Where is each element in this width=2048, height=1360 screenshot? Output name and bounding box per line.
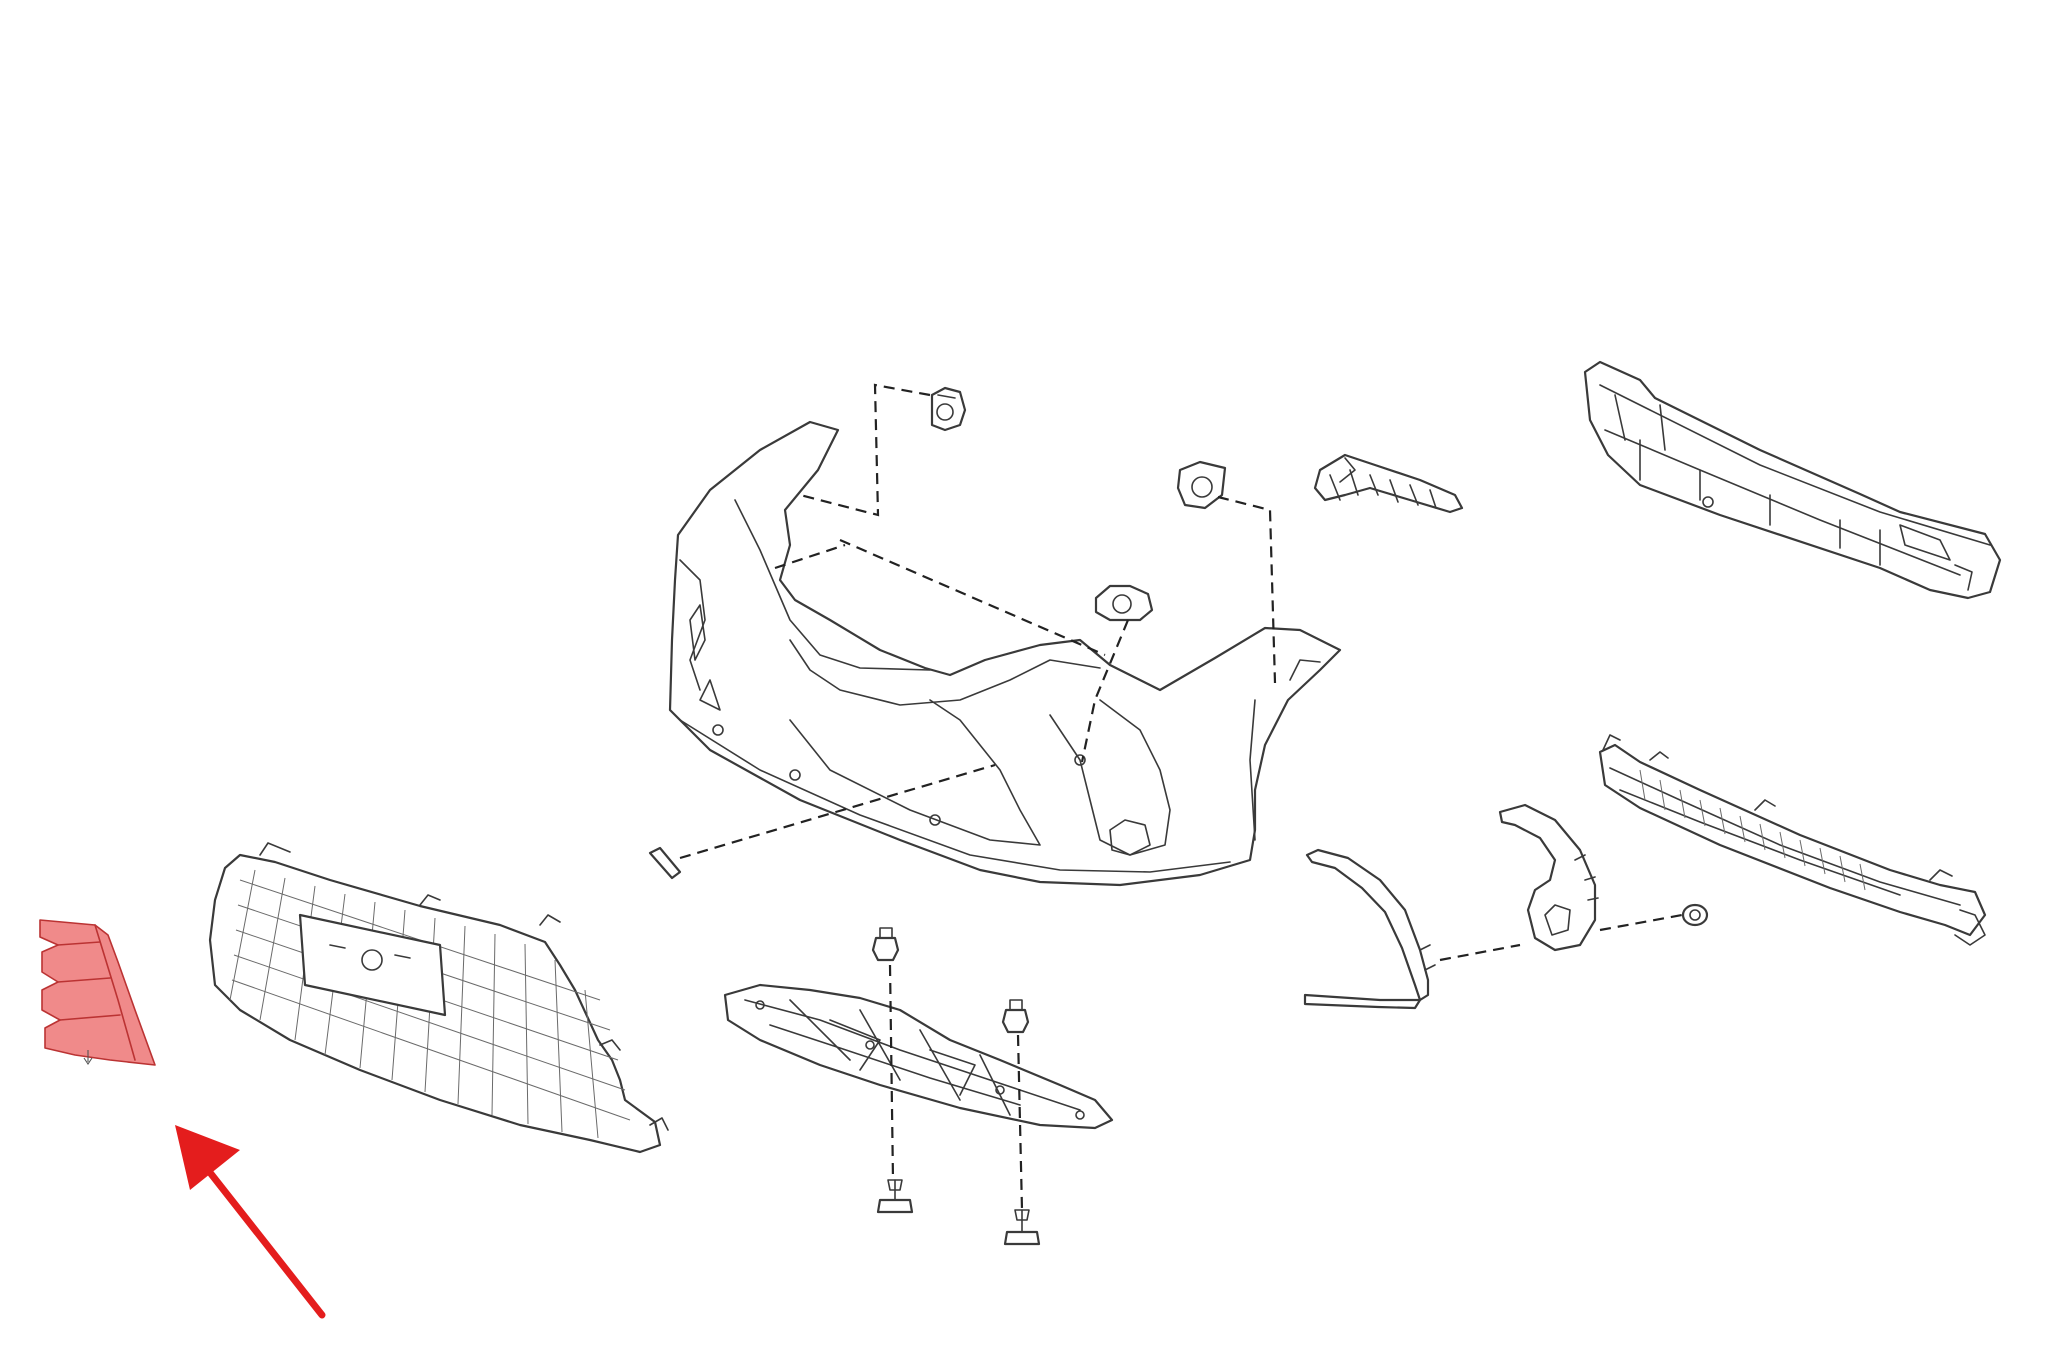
- lower-support-bracket: [723, 983, 1114, 1130]
- grommet: [1681, 903, 1709, 927]
- bolt-1: [876, 1179, 914, 1214]
- tow-hook-cover: [648, 846, 682, 880]
- energy-absorber-beam: [1598, 734, 1987, 946]
- side-retainer-bracket: [1313, 453, 1464, 514]
- grille-side-insert: [39, 919, 156, 1066]
- sensor-holder-center: [1094, 584, 1154, 622]
- leader-lines: [679, 383, 1683, 1211]
- side-trim-molding: [1303, 848, 1436, 1010]
- retainer-clips: [871, 927, 1030, 1034]
- fog-lamp-bracket: [1498, 803, 1599, 952]
- sensor-holder-left: [930, 386, 967, 432]
- bumper-reinforcement: [1583, 360, 2002, 600]
- clip-1: [871, 927, 900, 962]
- bolts: [876, 1179, 1041, 1246]
- pointer-arrow: [175, 1125, 326, 1319]
- bolt-2: [1003, 1209, 1041, 1246]
- bumper-cover: [668, 420, 1342, 887]
- clip-2: [1001, 999, 1030, 1034]
- sensor-holder-right: [1176, 460, 1227, 510]
- lower-grille: [208, 842, 669, 1154]
